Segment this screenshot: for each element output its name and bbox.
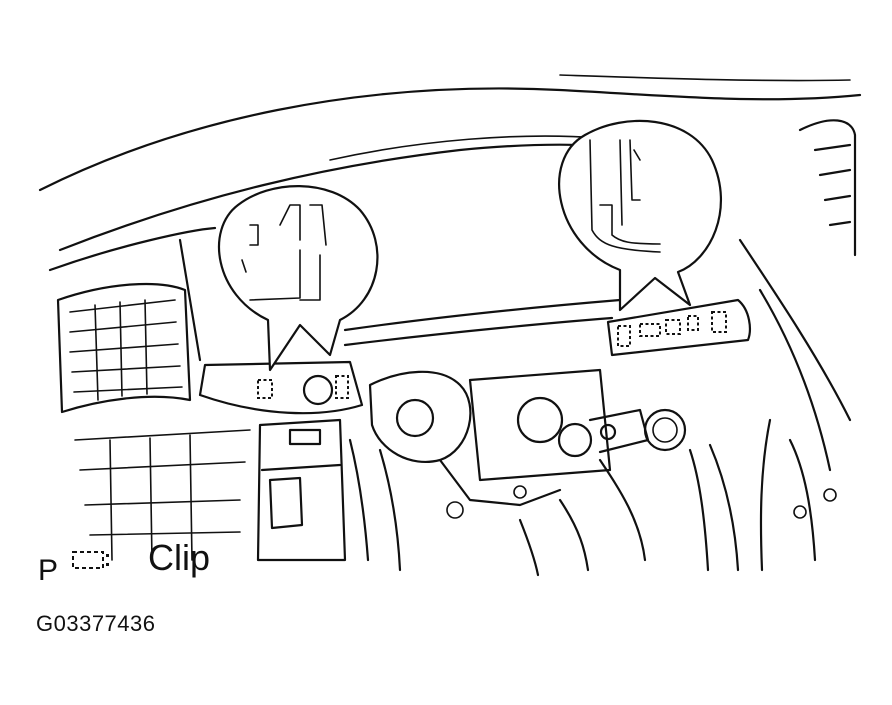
windshield-lines (38, 74, 862, 252)
lower-right-structure (759, 418, 837, 572)
steering-column-assembly (368, 368, 740, 577)
right-air-vent (798, 119, 857, 257)
right-clip-bracket (606, 298, 751, 357)
right-detail-callout (558, 119, 722, 312)
clip-dashed-rect-icon (70, 548, 112, 574)
dashboard-panel (48, 226, 852, 472)
legend-letter: P (38, 554, 59, 587)
legend-label: Clip (148, 537, 211, 578)
left-clip-bracket (198, 360, 364, 415)
left-detail-callout (217, 185, 379, 372)
figure-code: G03377436 (36, 611, 156, 636)
lower-left-panel (74, 418, 402, 572)
left-air-vent (56, 282, 192, 414)
